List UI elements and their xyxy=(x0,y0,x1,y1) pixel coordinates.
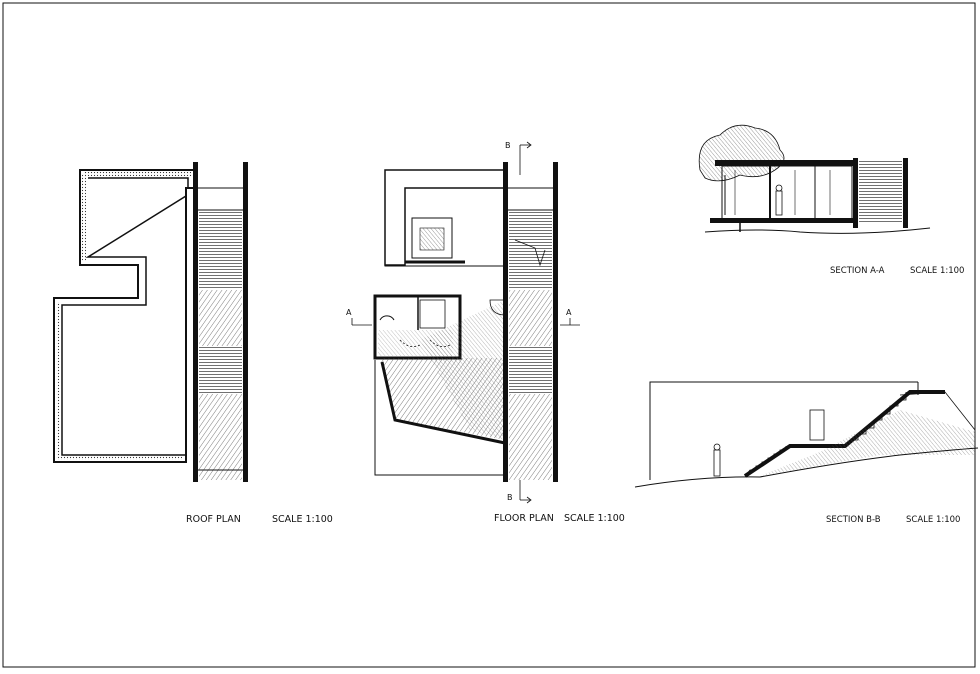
section-marker-a-right: A xyxy=(566,308,572,317)
roof-plan-scale: SCALE 1:100 xyxy=(272,514,333,525)
roof-plan-drawing xyxy=(53,162,248,482)
floor-plan-scale: SCALE 1:100 xyxy=(564,513,625,524)
roof-plan-title: ROOF PLAN xyxy=(186,514,241,525)
floor-plan-drawing xyxy=(351,141,580,504)
section-a-title: SECTION A-A xyxy=(830,266,885,276)
section-b-scale: SCALE 1:100 xyxy=(906,515,960,525)
section-marker-a-left: A xyxy=(346,308,352,317)
section-b-title: SECTION B-B xyxy=(826,515,881,525)
section-b-drawing xyxy=(634,381,979,488)
section-a-scale: SCALE 1:100 xyxy=(910,266,964,276)
section-marker-b-bottom: B xyxy=(507,493,513,502)
floor-plan-title: FLOOR PLAN xyxy=(494,513,554,524)
section-a-drawing xyxy=(698,124,931,234)
section-marker-b-top: B xyxy=(505,141,511,150)
